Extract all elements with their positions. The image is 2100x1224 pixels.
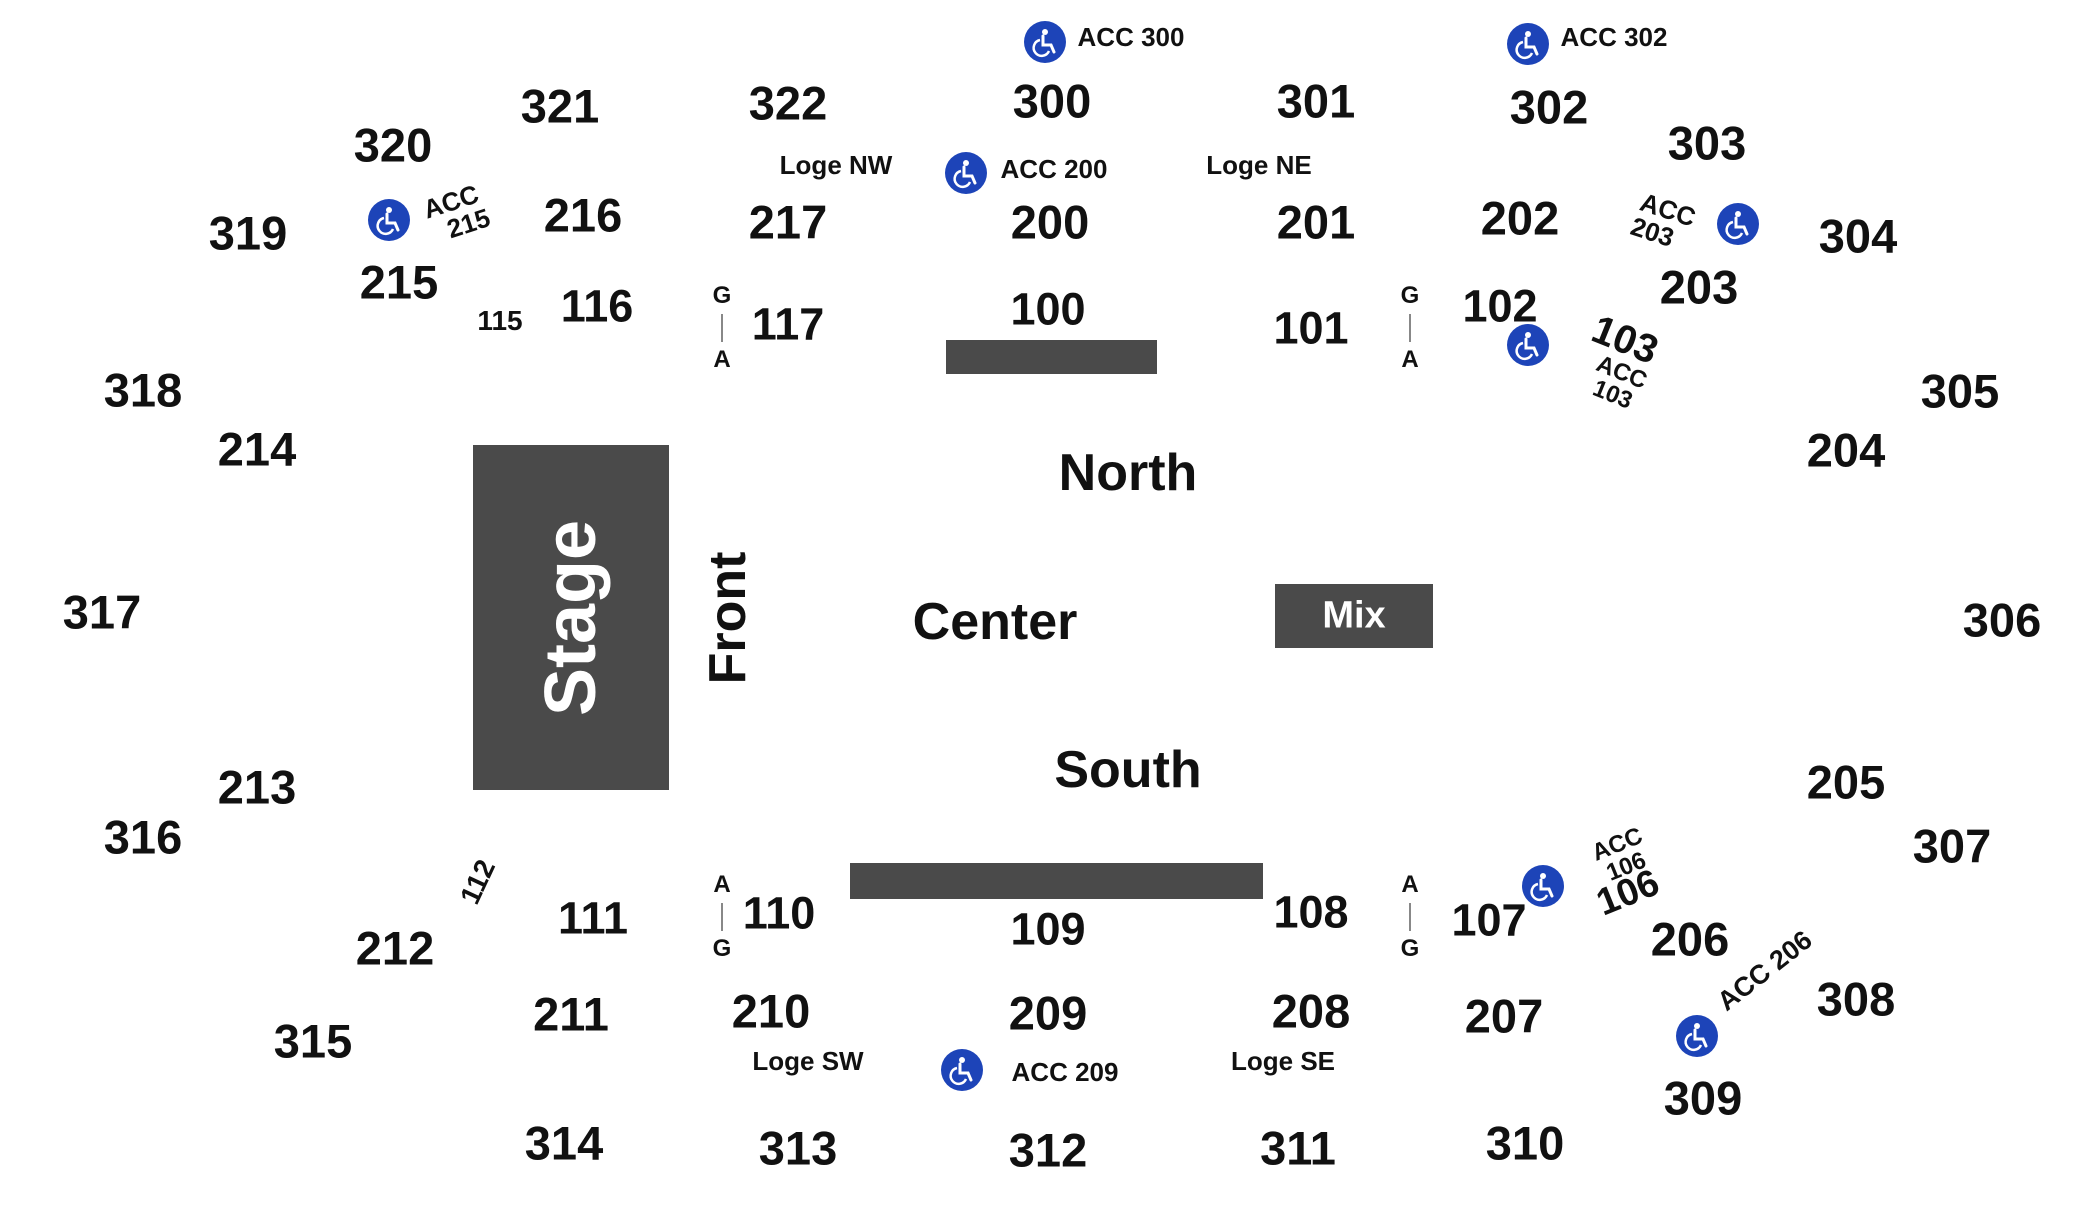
wheelchair-icon bbox=[1717, 203, 1759, 245]
north-floor-bar bbox=[946, 340, 1157, 374]
acc-300-label[interactable]: ACC 300 bbox=[1077, 22, 1185, 52]
acc-302-label[interactable]: ACC 302 bbox=[1560, 22, 1668, 52]
section-322[interactable]: 322 bbox=[748, 76, 828, 130]
section-300[interactable]: 300 bbox=[1012, 74, 1092, 128]
wheelchair-icon bbox=[1507, 23, 1549, 65]
north-section[interactable]: North bbox=[1058, 444, 1198, 502]
section-318[interactable]: 318 bbox=[103, 363, 183, 417]
acc-203-label[interactable]: ACC 203 bbox=[1627, 187, 1701, 256]
center-section[interactable]: Center bbox=[912, 593, 1078, 651]
wheelchair-icon bbox=[1522, 865, 1564, 907]
loge-se[interactable]: Loge SE bbox=[1230, 1046, 1336, 1076]
section-316[interactable]: 316 bbox=[103, 810, 183, 864]
section-100[interactable]: 100 bbox=[1010, 283, 1086, 335]
section-205[interactable]: 205 bbox=[1806, 755, 1886, 809]
gate-a-letter: A bbox=[1401, 871, 1419, 898]
gate-g-letter: G bbox=[1400, 935, 1420, 962]
section-305[interactable]: 305 bbox=[1920, 364, 2000, 418]
south-floor-bar bbox=[850, 863, 1263, 899]
section-117[interactable]: 117 bbox=[751, 298, 825, 350]
section-313[interactable]: 313 bbox=[758, 1121, 838, 1175]
section-201[interactable]: 201 bbox=[1276, 195, 1356, 249]
section-200[interactable]: 200 bbox=[1010, 195, 1090, 249]
section-217[interactable]: 217 bbox=[748, 195, 828, 249]
section-207[interactable]: 207 bbox=[1464, 989, 1544, 1043]
section-319[interactable]: 319 bbox=[208, 206, 288, 260]
section-112[interactable]: 112 bbox=[453, 854, 502, 909]
section-101[interactable]: 101 bbox=[1273, 302, 1349, 354]
mix-label: Mix bbox=[1322, 594, 1386, 637]
section-216[interactable]: 216 bbox=[543, 188, 623, 242]
section-302[interactable]: 302 bbox=[1509, 80, 1589, 134]
gate-g-letter: G bbox=[712, 282, 732, 309]
loge-nw[interactable]: Loge NW bbox=[779, 150, 893, 180]
section-110[interactable]: 110 bbox=[742, 887, 816, 939]
south-section[interactable]: South bbox=[1054, 741, 1202, 799]
section-213[interactable]: 213 bbox=[217, 760, 297, 814]
loge-sw[interactable]: Loge SW bbox=[752, 1046, 864, 1076]
gate-divider bbox=[1409, 903, 1411, 931]
section-108[interactable]: 108 bbox=[1273, 886, 1349, 938]
wheelchair-icon bbox=[368, 199, 410, 241]
gate-a-letter: A bbox=[713, 871, 731, 898]
gate-divider bbox=[1409, 314, 1411, 342]
mix-position: Mix bbox=[1275, 584, 1433, 648]
section-116[interactable]: 116 bbox=[560, 280, 634, 332]
front-label: Front bbox=[699, 551, 757, 685]
section-312[interactable]: 312 bbox=[1008, 1123, 1088, 1177]
section-314[interactable]: 314 bbox=[524, 1116, 604, 1170]
section-202[interactable]: 202 bbox=[1480, 191, 1560, 245]
wheelchair-icon bbox=[1024, 21, 1066, 63]
section-304[interactable]: 304 bbox=[1818, 209, 1898, 263]
wheelchair-icon bbox=[945, 152, 987, 194]
gate-a-letter: A bbox=[1401, 346, 1419, 373]
section-321[interactable]: 321 bbox=[520, 79, 600, 133]
section-320[interactable]: 320 bbox=[353, 118, 433, 172]
section-311[interactable]: 311 bbox=[1260, 1121, 1336, 1175]
loge-ne[interactable]: Loge NE bbox=[1206, 150, 1312, 180]
section-306[interactable]: 306 bbox=[1962, 593, 2042, 647]
section-212[interactable]: 212 bbox=[355, 921, 435, 975]
section-109[interactable]: 109 bbox=[1010, 903, 1086, 955]
gate-divider bbox=[721, 314, 723, 342]
wheelchair-icon bbox=[1676, 1015, 1718, 1057]
wheelchair-icon bbox=[941, 1049, 983, 1091]
gate-divider bbox=[721, 903, 723, 931]
gate-a-letter: A bbox=[713, 346, 731, 373]
gate-g-letter: G bbox=[1400, 282, 1420, 309]
section-211[interactable]: 211 bbox=[533, 987, 609, 1041]
section-308[interactable]: 308 bbox=[1816, 972, 1896, 1026]
section-102[interactable]: 102 bbox=[1462, 280, 1538, 332]
section-111[interactable]: 111 bbox=[557, 892, 629, 944]
section-303[interactable]: 303 bbox=[1667, 116, 1747, 170]
section-214[interactable]: 214 bbox=[217, 422, 297, 476]
section-107[interactable]: 107 bbox=[1451, 894, 1527, 946]
section-301[interactable]: 301 bbox=[1276, 74, 1356, 128]
section-204[interactable]: 204 bbox=[1806, 423, 1886, 477]
gate-g-letter: G bbox=[712, 935, 732, 962]
section-210[interactable]: 210 bbox=[731, 984, 811, 1038]
section-203[interactable]: 203 bbox=[1659, 260, 1739, 314]
stage-label: Stage bbox=[531, 519, 611, 716]
section-309[interactable]: 309 bbox=[1663, 1071, 1743, 1125]
section-315[interactable]: 315 bbox=[273, 1014, 353, 1068]
section-215[interactable]: 215 bbox=[359, 255, 439, 309]
acc-215-label[interactable]: ACC 215 bbox=[417, 179, 494, 248]
stage: Stage bbox=[473, 445, 669, 790]
section-307[interactable]: 307 bbox=[1912, 819, 1992, 873]
acc-200-label[interactable]: ACC 200 bbox=[1000, 154, 1108, 184]
section-206[interactable]: 206 bbox=[1650, 912, 1730, 966]
section-115[interactable]: 115 bbox=[477, 305, 523, 336]
section-310[interactable]: 310 bbox=[1485, 1116, 1565, 1170]
wheelchair-icon bbox=[1507, 324, 1549, 366]
acc-209-label[interactable]: ACC 209 bbox=[1011, 1057, 1119, 1087]
section-209[interactable]: 209 bbox=[1008, 986, 1088, 1040]
section-208[interactable]: 208 bbox=[1271, 984, 1351, 1038]
section-317[interactable]: 317 bbox=[62, 585, 142, 639]
